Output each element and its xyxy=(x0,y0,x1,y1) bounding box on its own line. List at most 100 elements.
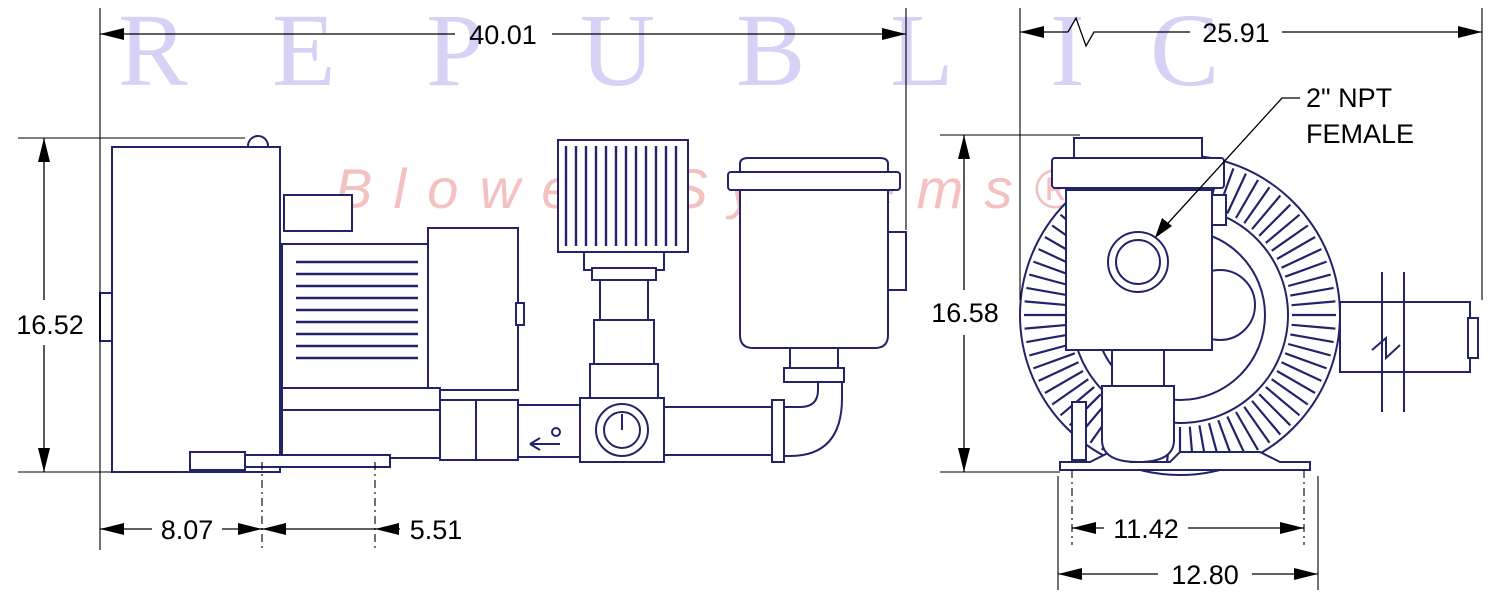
radial-fin xyxy=(1029,342,1073,357)
callout-line-2: FEMALE xyxy=(1306,119,1414,149)
watermark-letter: C xyxy=(1150,0,1219,108)
dim-arrow-icon xyxy=(38,138,50,162)
dim-side-height: 16.52 xyxy=(16,310,84,340)
dim-foot-outer: 12.80 xyxy=(1171,560,1239,590)
watermark-letter: U xyxy=(580,0,655,108)
motor-end-cover xyxy=(111,146,281,473)
watermark-letter: B xyxy=(736,0,805,108)
filter-side-tab xyxy=(1211,194,1227,226)
dim-arrow-icon xyxy=(262,523,286,535)
radial-fin xyxy=(1024,323,1069,330)
filter-front-cap xyxy=(1073,137,1203,159)
pipe-coupling xyxy=(439,399,479,461)
motor-body xyxy=(281,243,431,389)
radial-fin xyxy=(1258,393,1292,427)
watermark-letter: I xyxy=(1050,0,1085,108)
dim-arrow-icon xyxy=(100,28,124,40)
radial-fin xyxy=(1235,411,1259,451)
relief-valve-cap xyxy=(557,139,689,253)
radial-fin xyxy=(1276,236,1316,260)
dim-arrow-icon xyxy=(958,448,970,472)
dim-arrow-icon xyxy=(1458,26,1482,38)
dim-arrow-icon xyxy=(100,523,124,535)
end-left-flange xyxy=(1071,401,1087,461)
npt-port-inner xyxy=(1115,239,1161,285)
pipe-straight xyxy=(663,406,775,456)
pressure-gauge-face xyxy=(603,411,641,449)
motor-fan-cover xyxy=(427,227,519,391)
radial-fin xyxy=(1284,352,1327,370)
filter-front-body xyxy=(1065,189,1213,351)
radial-fin xyxy=(1265,386,1301,417)
dim-arrow-icon xyxy=(238,523,262,535)
check-valve-body xyxy=(517,404,581,458)
radial-fin xyxy=(1287,342,1331,357)
riser-coupling xyxy=(593,319,655,365)
radial-fin xyxy=(1029,273,1073,288)
callout-line-1: 2" NPT xyxy=(1306,83,1392,113)
dim-arrow-icon xyxy=(882,28,906,40)
callout-leader xyxy=(1159,97,1300,233)
radial-fin xyxy=(1271,224,1309,252)
radial-fin xyxy=(1051,378,1089,406)
dim-arrow-icon xyxy=(375,523,399,535)
dim-arrow-icon xyxy=(1072,522,1096,534)
motor-shaft-cap xyxy=(1467,317,1479,359)
watermark-letter: P xyxy=(426,0,484,108)
radial-fin xyxy=(1226,173,1247,214)
radial-fin xyxy=(1271,378,1309,406)
side-dimensions: 40.01 16.52 8.07 5.51 xyxy=(16,8,907,552)
dim-arrow-icon xyxy=(958,135,970,159)
radial-fin xyxy=(1290,333,1334,344)
riser-coupling xyxy=(589,363,659,399)
radial-fin xyxy=(1033,352,1076,370)
dim-foot-inner: 11.42 xyxy=(1113,514,1179,544)
dim-arrow-icon xyxy=(1020,26,1044,38)
dim-overall-length: 40.01 xyxy=(469,20,537,50)
dim-arrow-icon xyxy=(1280,522,1304,534)
motor-cooling-fins xyxy=(296,260,418,360)
terminal-box xyxy=(283,194,353,232)
filter-front-lid xyxy=(1051,157,1225,189)
radial-fin xyxy=(1251,194,1282,230)
radial-fin xyxy=(1026,333,1070,344)
radial-fin xyxy=(1258,203,1292,237)
radial-fin xyxy=(1281,361,1322,382)
end-elbow xyxy=(1101,385,1175,464)
dim-end-height: 16.58 xyxy=(931,298,999,328)
cap-nut xyxy=(591,267,657,281)
filter-lid-top xyxy=(739,157,889,173)
radial-fin xyxy=(1287,273,1331,288)
watermark-letter: L xyxy=(890,0,954,108)
radial-fin xyxy=(1265,213,1301,244)
cap-ribs xyxy=(564,146,678,246)
dim-end-width: 25.91 xyxy=(1202,18,1270,48)
radial-fin xyxy=(1243,186,1271,224)
dim-base-offset: 8.07 xyxy=(161,515,214,545)
radial-fin xyxy=(1044,370,1084,394)
blower-housing xyxy=(281,387,441,459)
npt-callout: 2" NPT FEMALE xyxy=(1155,83,1414,238)
break-mark xyxy=(1371,335,1401,361)
end-base-foot xyxy=(1059,450,1311,471)
flow-arrow-icon xyxy=(529,437,560,451)
end-cover-tab xyxy=(99,292,113,342)
radial-fin xyxy=(1251,400,1282,436)
pipe-elbow xyxy=(783,381,843,457)
dim-arrow-icon xyxy=(1294,568,1318,580)
break-zigzag xyxy=(1067,16,1190,48)
radial-fin xyxy=(1281,248,1322,269)
motor-cap xyxy=(515,302,525,326)
radial-fin xyxy=(1038,361,1079,382)
side-view xyxy=(99,135,907,473)
pipe-coupling xyxy=(475,399,519,461)
end-view xyxy=(1019,137,1479,476)
watermark-letter: R xyxy=(118,0,188,108)
radial-fin xyxy=(1226,416,1247,457)
radial-fin xyxy=(1290,286,1334,297)
filter-lid xyxy=(727,171,901,191)
radial-fin xyxy=(1024,300,1069,307)
pipe-flange xyxy=(771,399,785,463)
dim-base-span: 5.51 xyxy=(410,515,463,545)
